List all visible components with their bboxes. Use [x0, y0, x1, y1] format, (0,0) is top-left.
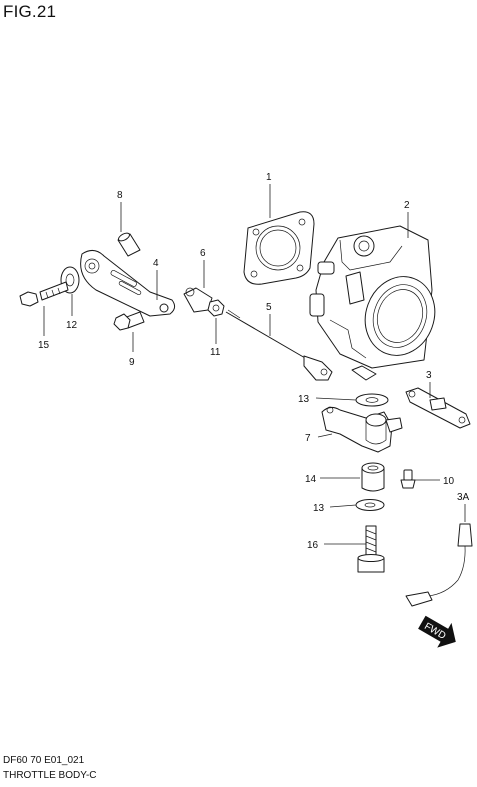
fwd-label: FWD: [422, 621, 447, 642]
collar[interactable]: [117, 232, 141, 257]
figure-name: THROTTLE BODY-C: [3, 770, 97, 781]
washer-13-upper[interactable]: [355, 393, 389, 407]
link[interactable]: [405, 387, 471, 429]
collar-14[interactable]: [361, 462, 385, 492]
part-ref-14: 14: [305, 474, 317, 485]
part-ref-11: 11: [210, 347, 221, 358]
screw[interactable]: [400, 469, 416, 489]
part-ref-7: 7: [305, 433, 311, 444]
part-ref-4: 4: [153, 258, 159, 269]
figure-title: FIG.21: [3, 2, 57, 21]
figure-code: DF60 70 E01_021: [3, 755, 85, 766]
throttle-lever[interactable]: [80, 250, 176, 317]
part-ref-15: 15: [38, 340, 50, 351]
part-ref-1: 1: [266, 172, 272, 183]
bolt-15[interactable]: [19, 281, 69, 307]
fwd-arrow-icon: FWD: [418, 615, 456, 648]
part-ref-2: 2: [404, 200, 410, 211]
throttle-lever-assy[interactable]: [321, 406, 403, 453]
part-labels: 1 2 3 3A 4 5 6 7 8 9 10 11 12 13 13 14 1…: [38, 172, 470, 551]
part-ref-6: 6: [200, 248, 206, 259]
gasket[interactable]: [243, 211, 315, 285]
throttle-rod[interactable]: [225, 309, 333, 381]
nut[interactable]: [207, 299, 225, 317]
bolt-16[interactable]: [357, 525, 385, 573]
part-ref-16: 16: [307, 540, 319, 551]
throttle-body[interactable]: [309, 225, 446, 381]
part-ref-3: 3: [426, 370, 432, 381]
washer-13-lower[interactable]: [355, 499, 385, 511]
part-ref-5: 5: [266, 302, 272, 313]
bolt-9[interactable]: [113, 311, 145, 331]
sensor-lead[interactable]: [405, 523, 473, 607]
rod-joint[interactable]: [183, 287, 213, 313]
leader-lines: [43, 184, 466, 545]
part-ref-8: 8: [117, 190, 123, 201]
part-ref-12: 12: [66, 320, 78, 331]
part-ref-13-upper: 13: [298, 394, 310, 405]
part-ref-13-lower: 13: [313, 503, 325, 514]
part-ref-3a: 3A: [457, 492, 470, 503]
part-ref-9: 9: [129, 357, 135, 368]
part-ref-10: 10: [443, 476, 455, 487]
